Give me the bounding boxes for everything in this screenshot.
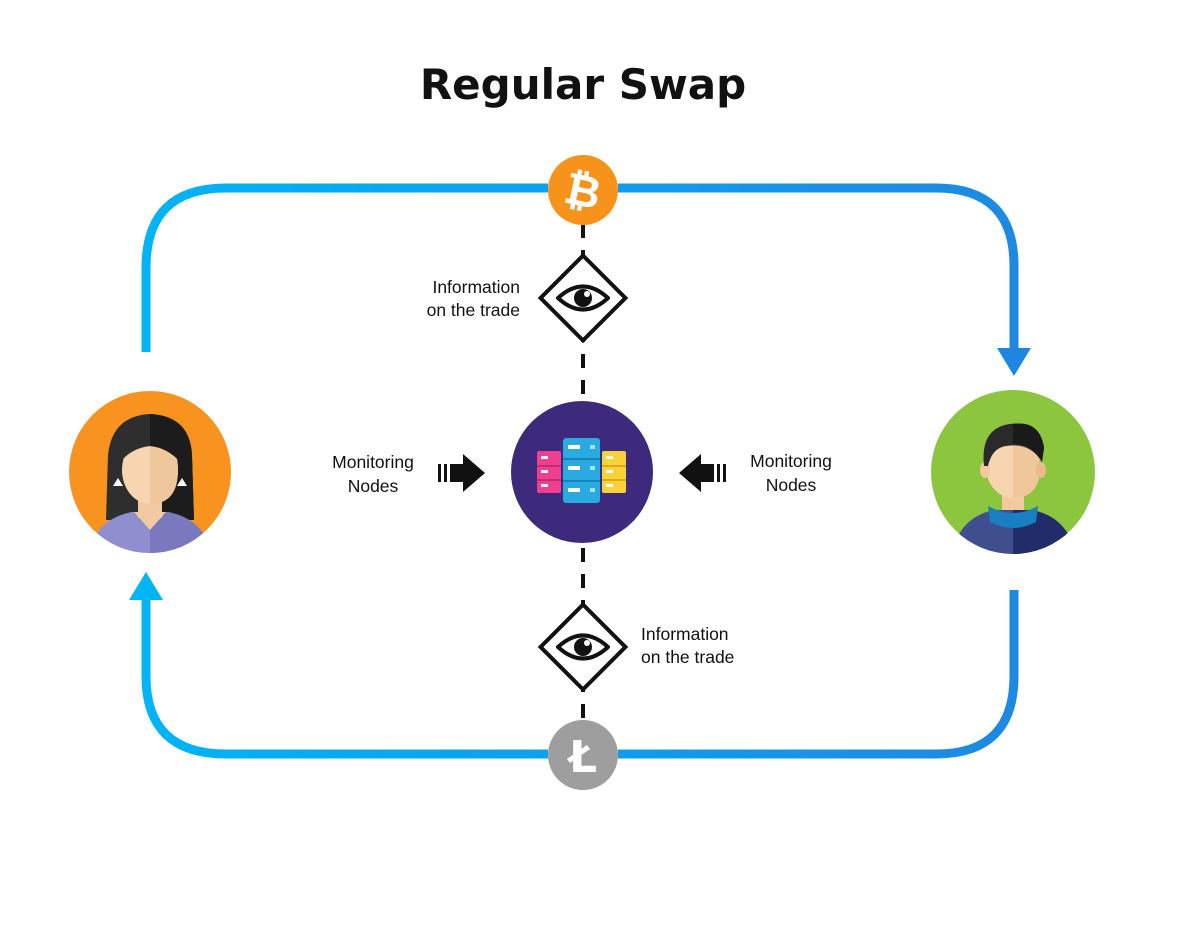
svg-text:Information: Information xyxy=(432,277,520,297)
info-label-top: Information on the trade xyxy=(427,277,520,320)
flow-path-bottom xyxy=(141,590,1019,759)
eye-icon xyxy=(556,633,610,661)
server-nodes-icon xyxy=(511,401,653,543)
arrow-down-icon xyxy=(997,348,1031,376)
svg-text:Information: Information xyxy=(641,624,729,644)
bitcoin-icon: ₿ xyxy=(548,155,618,225)
flow-path-top xyxy=(141,183,1019,352)
eye-diamond-bottom xyxy=(537,601,629,693)
arrow-up-icon xyxy=(129,572,163,600)
svg-text:Monitoring: Monitoring xyxy=(750,451,832,471)
eye-diamond-top xyxy=(537,252,629,344)
svg-text:on the trade: on the trade xyxy=(427,300,520,320)
user-avatar-woman xyxy=(69,391,231,553)
diagram-title: Regular Swap xyxy=(420,60,746,109)
svg-text:Nodes: Nodes xyxy=(348,476,399,496)
monitoring-label-left: Monitoring Nodes xyxy=(332,452,414,496)
svg-text:Ł: Ł xyxy=(567,732,597,783)
info-label-bottom: Information on the trade xyxy=(641,624,734,667)
arrow-left-icon xyxy=(679,454,726,492)
eye-icon xyxy=(556,284,610,312)
monitoring-label-right: Monitoring Nodes xyxy=(750,451,832,495)
user-avatar-man xyxy=(931,390,1095,554)
svg-text:Nodes: Nodes xyxy=(766,475,817,495)
svg-text:on the trade: on the trade xyxy=(641,647,734,667)
arrow-right-icon xyxy=(438,454,485,492)
svg-text:Monitoring: Monitoring xyxy=(332,452,414,472)
litecoin-icon: Ł xyxy=(548,720,618,790)
